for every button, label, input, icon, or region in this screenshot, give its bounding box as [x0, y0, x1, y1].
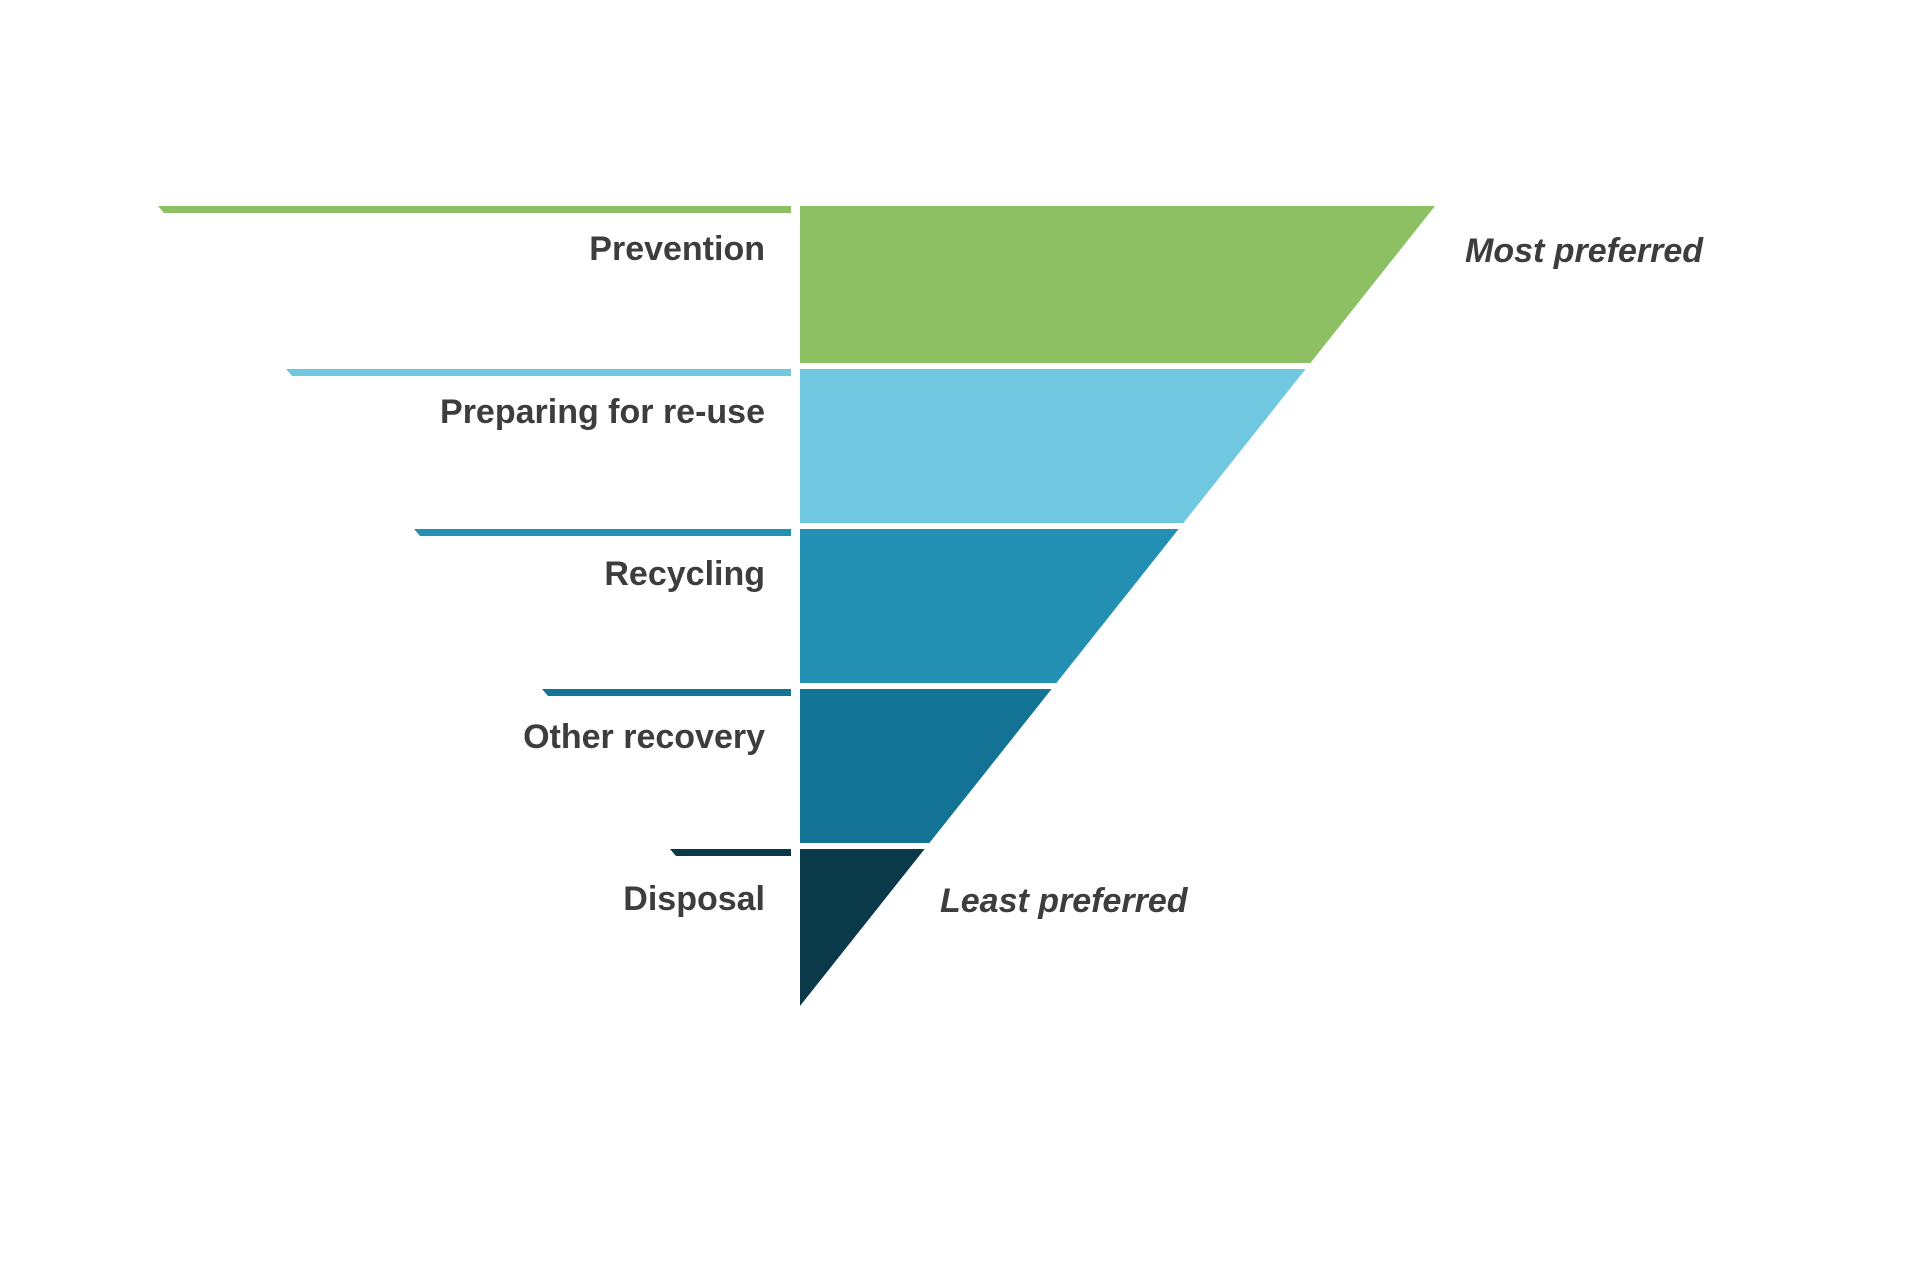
tier-bars — [158, 206, 791, 856]
segment-prevention — [800, 206, 1435, 363]
segment-other-recovery — [800, 689, 1052, 843]
accent-bar-recycling — [414, 529, 791, 536]
segment-preparing-for-re-use — [800, 369, 1306, 523]
most-preferred-label: Most preferred — [1465, 232, 1704, 270]
tier-label-disposal: Disposal — [623, 880, 765, 918]
tier-label-preparing-for-re-use: Preparing for re-use — [440, 393, 765, 431]
accent-bar-other-recovery — [542, 689, 791, 696]
segment-disposal — [800, 849, 925, 1006]
least-preferred-label: Least preferred — [940, 882, 1189, 920]
accent-bar-preparing-for-re-use — [286, 369, 791, 376]
segment-recycling — [800, 529, 1179, 683]
pyramid-segments — [800, 206, 1435, 1006]
accent-bar-prevention — [158, 206, 791, 213]
tier-label-other-recovery: Other recovery — [523, 718, 765, 756]
tier-label-recycling: Recycling — [604, 555, 765, 593]
accent-bar-disposal — [670, 849, 791, 856]
tier-label-prevention: Prevention — [589, 230, 765, 268]
